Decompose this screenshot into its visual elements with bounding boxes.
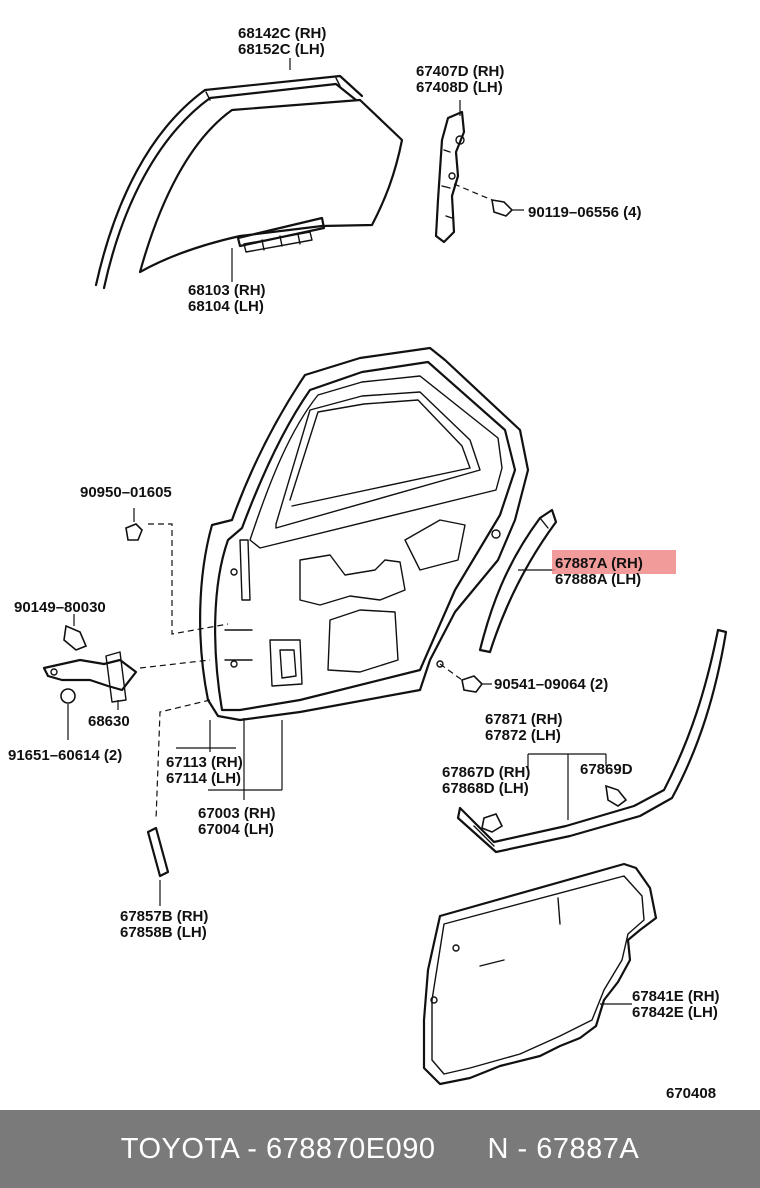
label-67871: 67871 (RH): [485, 711, 563, 728]
label-91651: 91651–60614 (2): [8, 747, 122, 764]
door-weatherstrip-leaders: [208, 718, 283, 800]
label-67888a: 67888A (LH): [555, 571, 641, 588]
label-67841e: 67841E (RH): [632, 988, 720, 1005]
window-regulator-illustration: [434, 100, 524, 244]
footer-ref-part: N - 67887A: [487, 1132, 640, 1165]
label-67857b: 67857B (RH): [120, 908, 208, 925]
clip-90541-illustration: [439, 663, 492, 693]
label-68104: 68104 (LH): [188, 298, 264, 315]
hinge-illustration: [42, 614, 211, 740]
label-90119: 90119–06556 (4): [528, 204, 641, 221]
door-glass-illustration: [138, 98, 404, 282]
door-shell-illustration: [199, 346, 530, 722]
label-90149: 90149–80030: [14, 599, 106, 616]
label-67869d: 67869D: [580, 761, 633, 778]
label-67003: 67003 (RH): [198, 805, 276, 822]
label-67867d: 67867D (RH): [442, 764, 530, 781]
label-67872: 67872 (LH): [485, 727, 561, 744]
service-cover-illustration: [422, 862, 658, 1086]
label-67407d: 67407D (RH): [416, 63, 504, 80]
glass-run-illustration: [456, 628, 728, 854]
label-68152c: 68152C (LH): [238, 41, 325, 58]
label-67408d: 67408D (LH): [416, 79, 503, 96]
parts-diagram: 68142C (RH) 68152C (LH) 67407D (RH) 6740…: [8, 25, 728, 1102]
label-90541: 90541–09064 (2): [494, 676, 608, 693]
part-number-footer: TOYOTA - 678870E090 N - 67887A: [0, 1110, 760, 1188]
label-67887a: 67887A (RH): [555, 555, 643, 572]
label-68142c: 68142C (RH): [238, 25, 326, 42]
footer-brand-part: TOYOTA - 678870E090: [120, 1132, 436, 1165]
leader-lines: [176, 58, 291, 749]
label-67858b: 67858B (LH): [120, 924, 207, 941]
label-68103: 68103 (RH): [188, 282, 266, 299]
label-67113: 67113 (RH): [166, 754, 243, 771]
label-67114: 67114 (LH): [166, 770, 241, 787]
label-68630: 68630: [88, 713, 130, 730]
label-diagram-ref: 670408: [666, 1085, 716, 1102]
run-channel-illustration: [94, 74, 364, 290]
part-highlight: [552, 550, 676, 574]
rear-glass-channel-illustration: [478, 508, 558, 654]
label-67004: 67004 (LH): [198, 821, 274, 838]
bolt-90950-illustration: [125, 508, 229, 635]
label-90950: 90950–01605: [80, 484, 172, 501]
label-67842e: 67842E (LH): [632, 1004, 718, 1021]
part-labels: 68142C (RH) 68152C (LH) 67407D (RH) 6740…: [8, 25, 720, 1102]
lower-seal-illustration: [146, 699, 211, 906]
label-67868d: 67868D (LH): [442, 780, 529, 797]
